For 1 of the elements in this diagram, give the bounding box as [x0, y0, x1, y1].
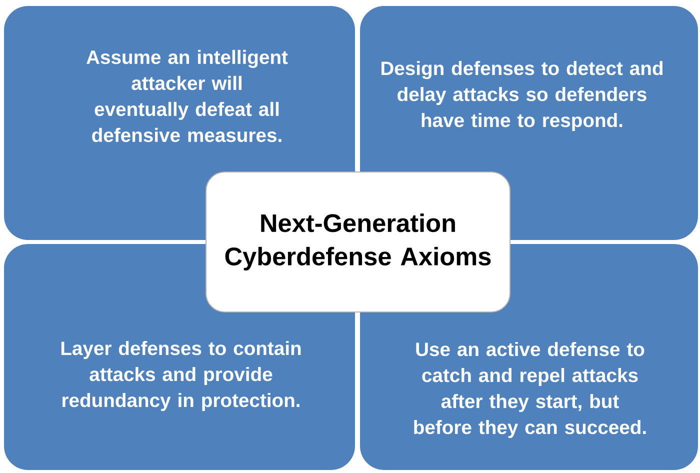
center-box: Next-Generation Cyberdefense Axioms	[205, 171, 511, 313]
